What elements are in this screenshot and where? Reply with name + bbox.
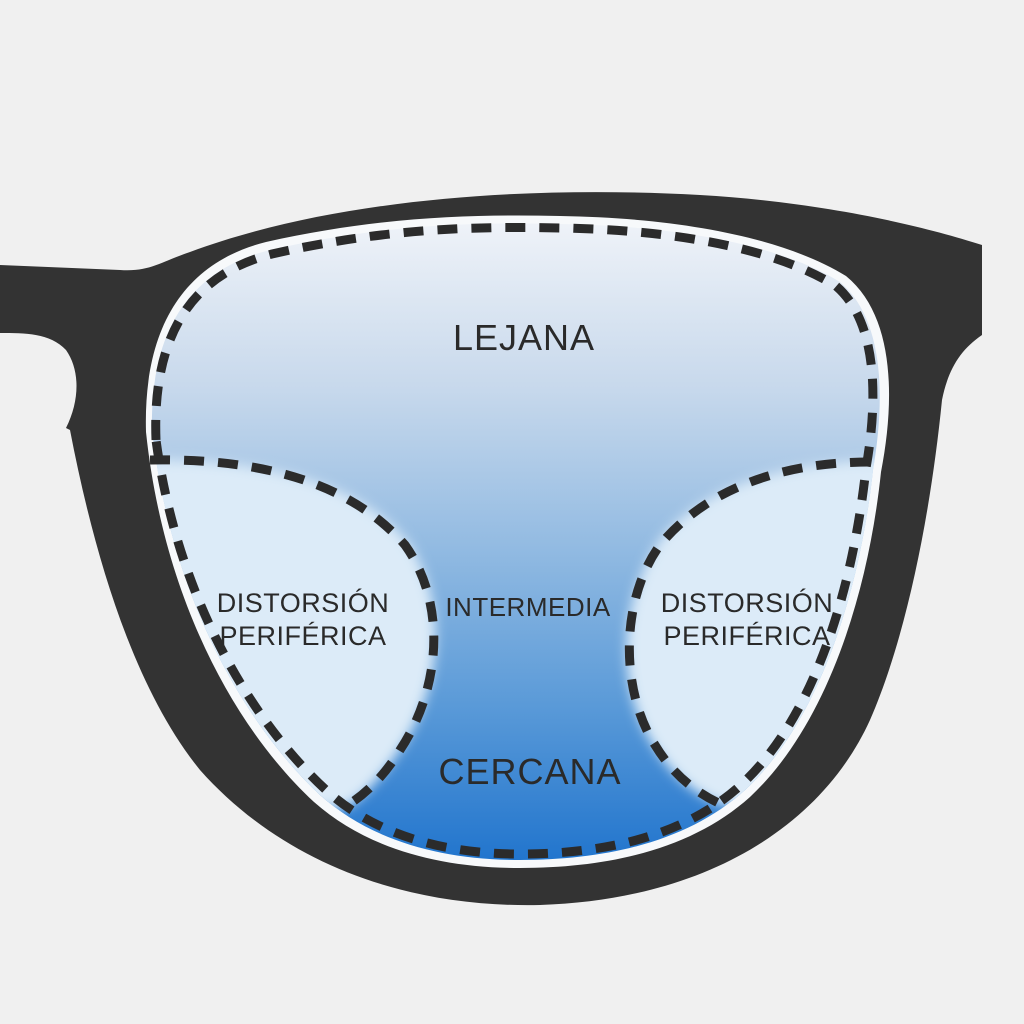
left-distortion-label-line2: PERIFÉRICA	[219, 621, 387, 651]
near-zone-label: CERCANA	[438, 751, 622, 793]
left-zone-boundary	[149, 455, 439, 810]
right-zone-boundary	[624, 457, 871, 811]
intermediate-zone-label: INTERMEDIA	[445, 592, 611, 623]
lens-outline-dashed	[151, 222, 878, 859]
right-distortion-label: DISTORSIÓN PERIFÉRICA	[661, 587, 834, 653]
right-distortion-label-line1: DISTORSIÓN	[660, 588, 834, 619]
right-distortion-label-line2: PERIFÉRICA	[663, 621, 831, 651]
far-zone-label: LEJANA	[452, 317, 596, 359]
left-distortion-label-line1: DISTORSIÓN	[216, 588, 390, 619]
left-distortion-label: DISTORSIÓN PERIFÉRICA	[217, 587, 390, 653]
